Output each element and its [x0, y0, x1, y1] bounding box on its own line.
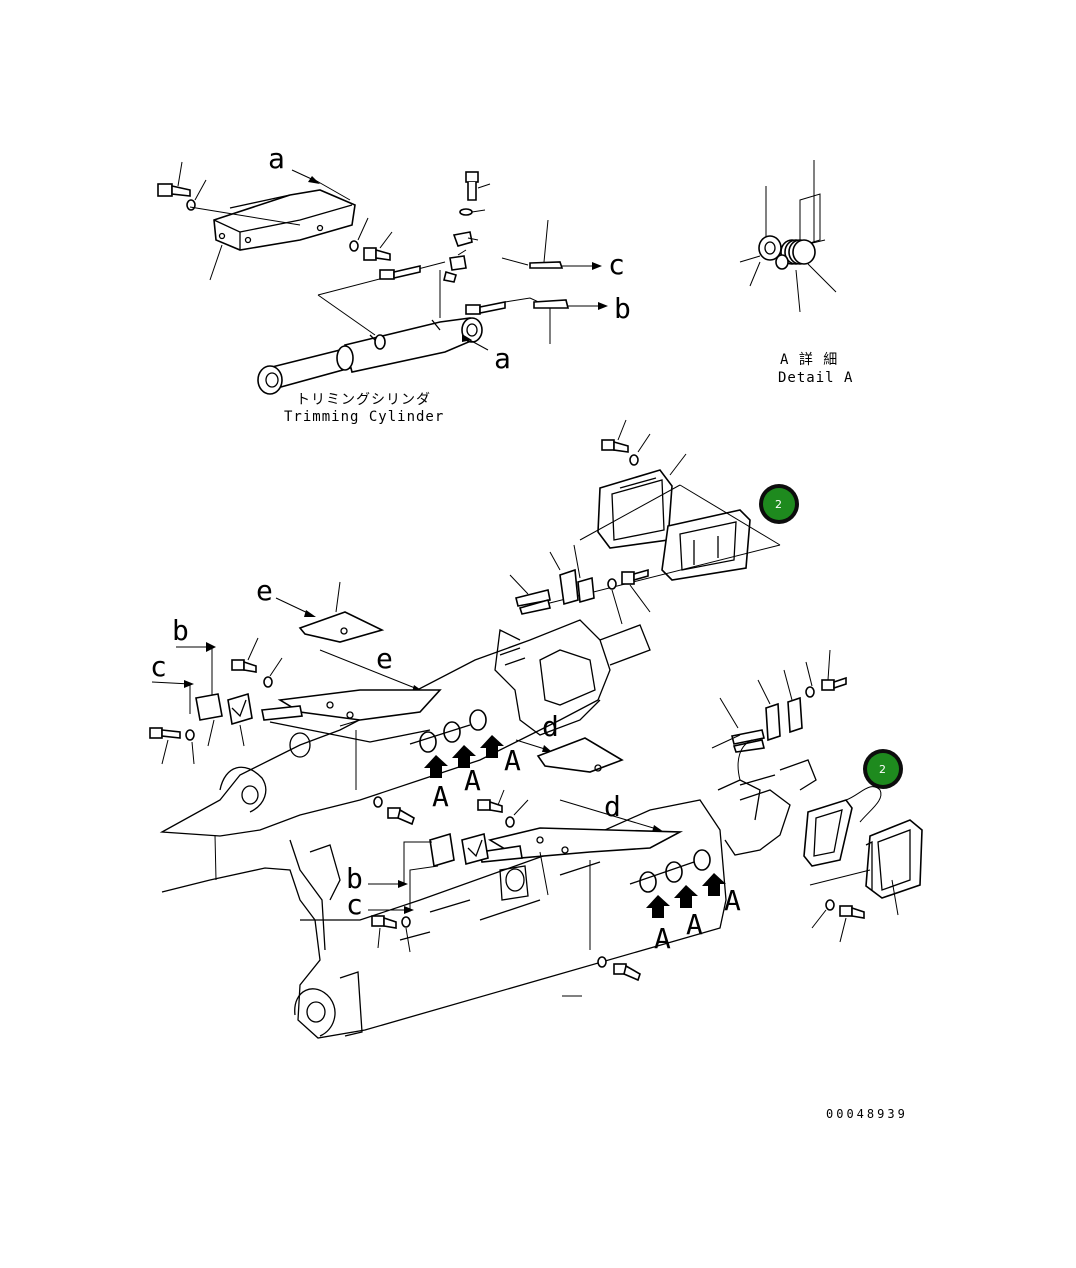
callout-c-top: c — [608, 248, 625, 281]
cylinder-body — [257, 317, 483, 395]
callout-A6: A — [724, 884, 741, 917]
bracket-plate — [559, 568, 579, 606]
fitting-icon — [465, 301, 506, 315]
boom-frame — [159, 619, 817, 1039]
fitting-group-a2 — [589, 849, 711, 950]
guard-plate — [536, 737, 624, 773]
caption-detail-jp: A 詳 細 — [780, 352, 838, 368]
cover-plate — [213, 189, 356, 251]
callout-b-top: b — [614, 292, 631, 325]
side-cover — [865, 819, 923, 899]
washer-icon — [805, 686, 815, 698]
bolt-icon — [601, 439, 629, 453]
callout-c-low: c — [346, 888, 363, 921]
fitting-group-a1 — [409, 709, 487, 753]
callout-a-top: a — [268, 142, 285, 175]
bolt-icon — [477, 799, 503, 813]
callout-b-left: b — [172, 614, 189, 647]
callout-A4: A — [654, 922, 671, 955]
bolt-icon — [363, 247, 391, 261]
bracket-plate — [195, 693, 223, 721]
callout-d-low: d — [604, 790, 621, 823]
washer-icon — [349, 240, 359, 252]
heat-shield — [661, 509, 751, 581]
washer-icon — [373, 796, 383, 808]
svg-text:2: 2 — [879, 763, 886, 776]
caption-trimming-en: Trimming Cylinder — [284, 409, 444, 425]
callout-e-top: e — [256, 574, 273, 607]
callout-A2: A — [464, 764, 481, 797]
elbow-icon — [449, 255, 467, 271]
washer-icon — [629, 454, 639, 466]
bolt-icon — [371, 915, 397, 929]
detail-a-group: A 詳 細 Detail A — [739, 160, 853, 386]
svg-text:2: 2 — [775, 498, 782, 511]
washer-icon — [186, 199, 196, 211]
guard-plate — [298, 611, 385, 643]
frame-assembly-group: 2 e b c — [149, 419, 923, 1039]
callout-A3: A — [504, 744, 521, 777]
callout-A1: A — [432, 780, 449, 813]
badge-2-top[interactable]: 2 — [759, 484, 799, 524]
washer-icon — [459, 208, 473, 216]
clamp-icon — [452, 231, 473, 247]
callout-b-low: b — [346, 862, 363, 895]
hose-fitting — [529, 261, 564, 269]
bolt-icon — [839, 905, 865, 919]
washer-icon — [263, 676, 273, 688]
bolt-icon — [613, 963, 641, 982]
hose-fitting — [261, 705, 303, 721]
callout-c-left: c — [150, 650, 167, 683]
callout-a-mid: a — [494, 342, 511, 375]
bolt-icon — [821, 676, 847, 691]
bracket-plate — [429, 832, 455, 868]
bolt-icon — [231, 659, 257, 673]
heat-shield — [803, 799, 853, 867]
hose-clamp — [515, 589, 551, 615]
hose-fitting — [533, 299, 570, 309]
washer-icon — [185, 729, 195, 741]
washer-icon — [825, 899, 835, 911]
trimming-cylinder-group: a — [157, 142, 631, 425]
bracket-plate — [765, 702, 781, 742]
arrow-up-icon — [424, 735, 504, 778]
washer-icon — [607, 578, 617, 590]
bolt-icon — [465, 171, 479, 201]
caption-trimming-jp: トリミングシリンダ — [296, 392, 431, 408]
washer-icon — [401, 916, 411, 928]
spring-washer-icon — [775, 239, 816, 270]
bolt-icon — [387, 807, 415, 826]
washer-icon — [505, 816, 515, 828]
bolt-icon — [621, 568, 649, 585]
guard-plate — [487, 827, 684, 859]
caption-detail-en: Detail A — [778, 370, 853, 386]
callout-d-mid: d — [542, 710, 559, 743]
reference-number: 00048939 — [826, 1107, 908, 1121]
arrow-up-icon — [646, 873, 726, 918]
callout-A5: A — [686, 908, 703, 941]
bolt-icon — [157, 183, 191, 197]
bolt-icon — [149, 727, 181, 739]
washer-icon — [597, 956, 607, 968]
hose-clamp — [731, 729, 765, 753]
fitting-icon — [379, 264, 421, 280]
badge-2-bottom[interactable]: 2 — [863, 749, 903, 789]
callout-e-mid: e — [376, 642, 393, 675]
side-cover — [597, 469, 673, 549]
guard-plate — [277, 689, 442, 721]
